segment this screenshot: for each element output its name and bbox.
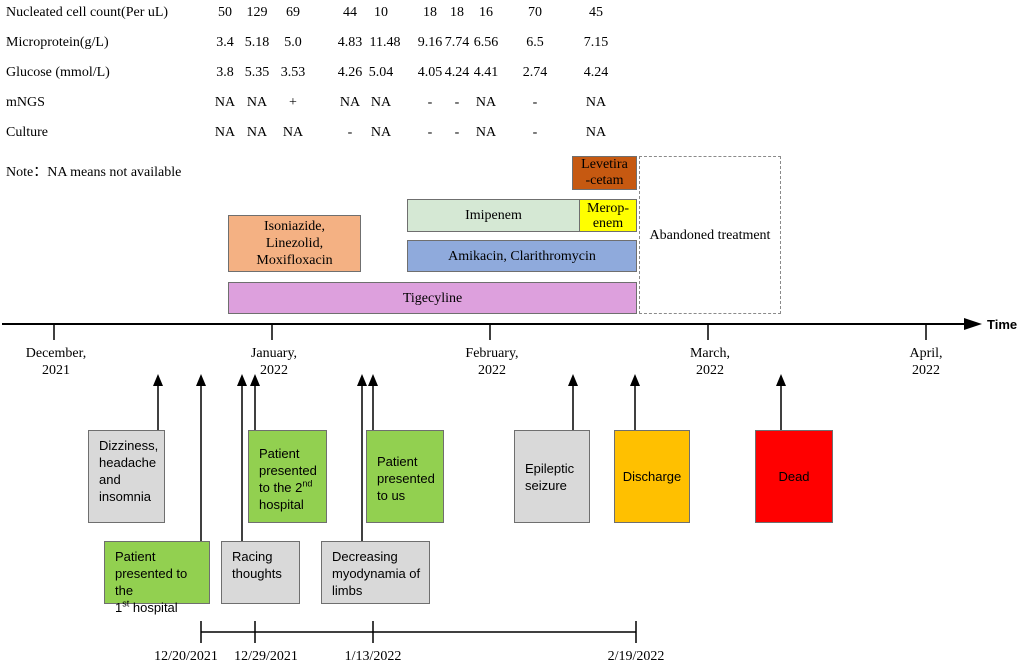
table-cell: NA bbox=[585, 95, 607, 110]
table-cell: 6.56 bbox=[473, 35, 499, 50]
table-cell: 11.48 bbox=[369, 35, 401, 50]
event-discharge: Discharge bbox=[614, 430, 690, 523]
table-cell: 44 bbox=[343, 5, 357, 20]
table-cell: 3.8 bbox=[216, 65, 234, 80]
table-cell: 10 bbox=[374, 5, 388, 20]
table-cell: NA bbox=[246, 95, 268, 110]
tigecyline-bar: Tigecyline bbox=[228, 282, 637, 314]
event-presented-to-us: Patient presented to us bbox=[366, 430, 444, 523]
month-label-april-2022: April, 2022 bbox=[909, 346, 943, 378]
date-label: 1/13/2022 bbox=[344, 649, 402, 664]
table-cell: + bbox=[289, 95, 297, 110]
row-label-glucose: Glucose (mmol/L) bbox=[6, 65, 110, 80]
amikacin-clarithromycin-bar: Amikacin, Clarithromycin bbox=[407, 240, 637, 272]
event-decreasing-myodynamia: Decreasing myodynamia of limbs bbox=[321, 541, 430, 604]
note-text: Note：NA means not available bbox=[6, 165, 182, 180]
table-cell: NA bbox=[282, 125, 304, 140]
event-text: hospital bbox=[129, 600, 178, 615]
ordinal-suffix: st bbox=[122, 598, 130, 609]
row-label-culture: Culture bbox=[6, 125, 48, 140]
event-epileptic-seizure: Epileptic seizure bbox=[514, 430, 590, 523]
meropenem-bar: Merop- enem bbox=[579, 199, 637, 232]
table-cell: 16 bbox=[479, 5, 493, 20]
event-presented-second-hospital: Patient presented to the 2nd hospital bbox=[248, 430, 327, 523]
table-cell: 4.83 bbox=[337, 35, 363, 50]
table-cell: 6.5 bbox=[526, 35, 544, 50]
table-cell: 69 bbox=[286, 5, 300, 20]
table-cell: 4.41 bbox=[473, 65, 499, 80]
event-text: Patient presented to the 2 bbox=[259, 446, 317, 495]
event-presented-first-hospital: Patient presented to the 1st hospital bbox=[104, 541, 210, 615]
table-cell: 4.05 bbox=[417, 65, 443, 80]
table-cell: 4.26 bbox=[337, 65, 363, 80]
table-cell: 3.4 bbox=[216, 35, 234, 50]
table-cell: NA bbox=[475, 125, 497, 140]
table-cell: - bbox=[427, 125, 433, 140]
table-cell: 45 bbox=[589, 5, 603, 20]
table-cell: NA bbox=[370, 125, 392, 140]
table-cell: NA bbox=[214, 95, 236, 110]
month-label-december-2021: December, 2021 bbox=[25, 346, 87, 378]
imipenem-bar: Imipenem bbox=[407, 199, 580, 232]
table-cell: 3.53 bbox=[280, 65, 306, 80]
isoniazide-linezolid-moxifloxacin-bar: Isoniazide, Linezolid, Moxifloxacin bbox=[228, 215, 361, 272]
table-cell: 7.15 bbox=[583, 35, 609, 50]
table-cell: 7.74 bbox=[444, 35, 470, 50]
table-cell: 5.04 bbox=[368, 65, 394, 80]
table-cell: 4.24 bbox=[444, 65, 470, 80]
table-cell: - bbox=[347, 125, 353, 140]
row-label-microprotein: Microprotein(g/L) bbox=[6, 35, 109, 50]
time-axis-title: Time bbox=[987, 317, 1018, 332]
row-label-nucleated-cell-count: Nucleated cell count(Per uL) bbox=[6, 5, 169, 20]
table-cell: 2.74 bbox=[522, 65, 548, 80]
table-cell: NA bbox=[339, 95, 361, 110]
table-cell: NA bbox=[370, 95, 392, 110]
table-cell: 129 bbox=[246, 5, 268, 20]
table-cell: 5.0 bbox=[284, 35, 302, 50]
table-cell: 18 bbox=[450, 5, 464, 20]
ordinal-suffix: nd bbox=[302, 478, 313, 489]
event-racing-thoughts: Racing thoughts bbox=[221, 541, 300, 604]
table-cell: NA bbox=[214, 125, 236, 140]
event-dizziness-headache-insomnia: Dizziness, headache and insomnia bbox=[88, 430, 165, 523]
event-text: hospital bbox=[259, 497, 304, 512]
table-cell: 18 bbox=[423, 5, 437, 20]
date-label: 12/29/2021 bbox=[234, 649, 298, 664]
table-cell: NA bbox=[585, 125, 607, 140]
table-cell: 5.35 bbox=[244, 65, 270, 80]
abandoned-treatment-box: Abandoned treatment bbox=[639, 156, 781, 314]
table-cell: 50 bbox=[218, 5, 232, 20]
event-dead: Dead bbox=[755, 430, 833, 523]
table-cell: 4.24 bbox=[583, 65, 609, 80]
table-cell: 9.16 bbox=[417, 35, 443, 50]
date-label: 2/19/2022 bbox=[607, 649, 665, 664]
table-cell: 5.18 bbox=[244, 35, 270, 50]
row-label-mngs: mNGS bbox=[6, 95, 45, 110]
table-cell: - bbox=[427, 95, 433, 110]
event-text: Patient presented to the 1 bbox=[115, 549, 188, 615]
table-cell: - bbox=[454, 125, 460, 140]
month-label-march-2022: March, 2022 bbox=[689, 346, 731, 378]
table-cell: - bbox=[532, 125, 538, 140]
table-cell: NA bbox=[246, 125, 268, 140]
date-label: 12/20/2021 bbox=[154, 649, 218, 664]
table-cell: NA bbox=[475, 95, 497, 110]
time-axis-arrowhead bbox=[964, 318, 982, 330]
month-label-january-2022: January, 2022 bbox=[250, 346, 298, 378]
table-cell: 70 bbox=[528, 5, 542, 20]
levetiracetam-bar: Levetira -cetam bbox=[572, 156, 637, 190]
table-cell: - bbox=[532, 95, 538, 110]
month-label-february-2022: February, 2022 bbox=[465, 346, 519, 378]
table-cell: - bbox=[454, 95, 460, 110]
